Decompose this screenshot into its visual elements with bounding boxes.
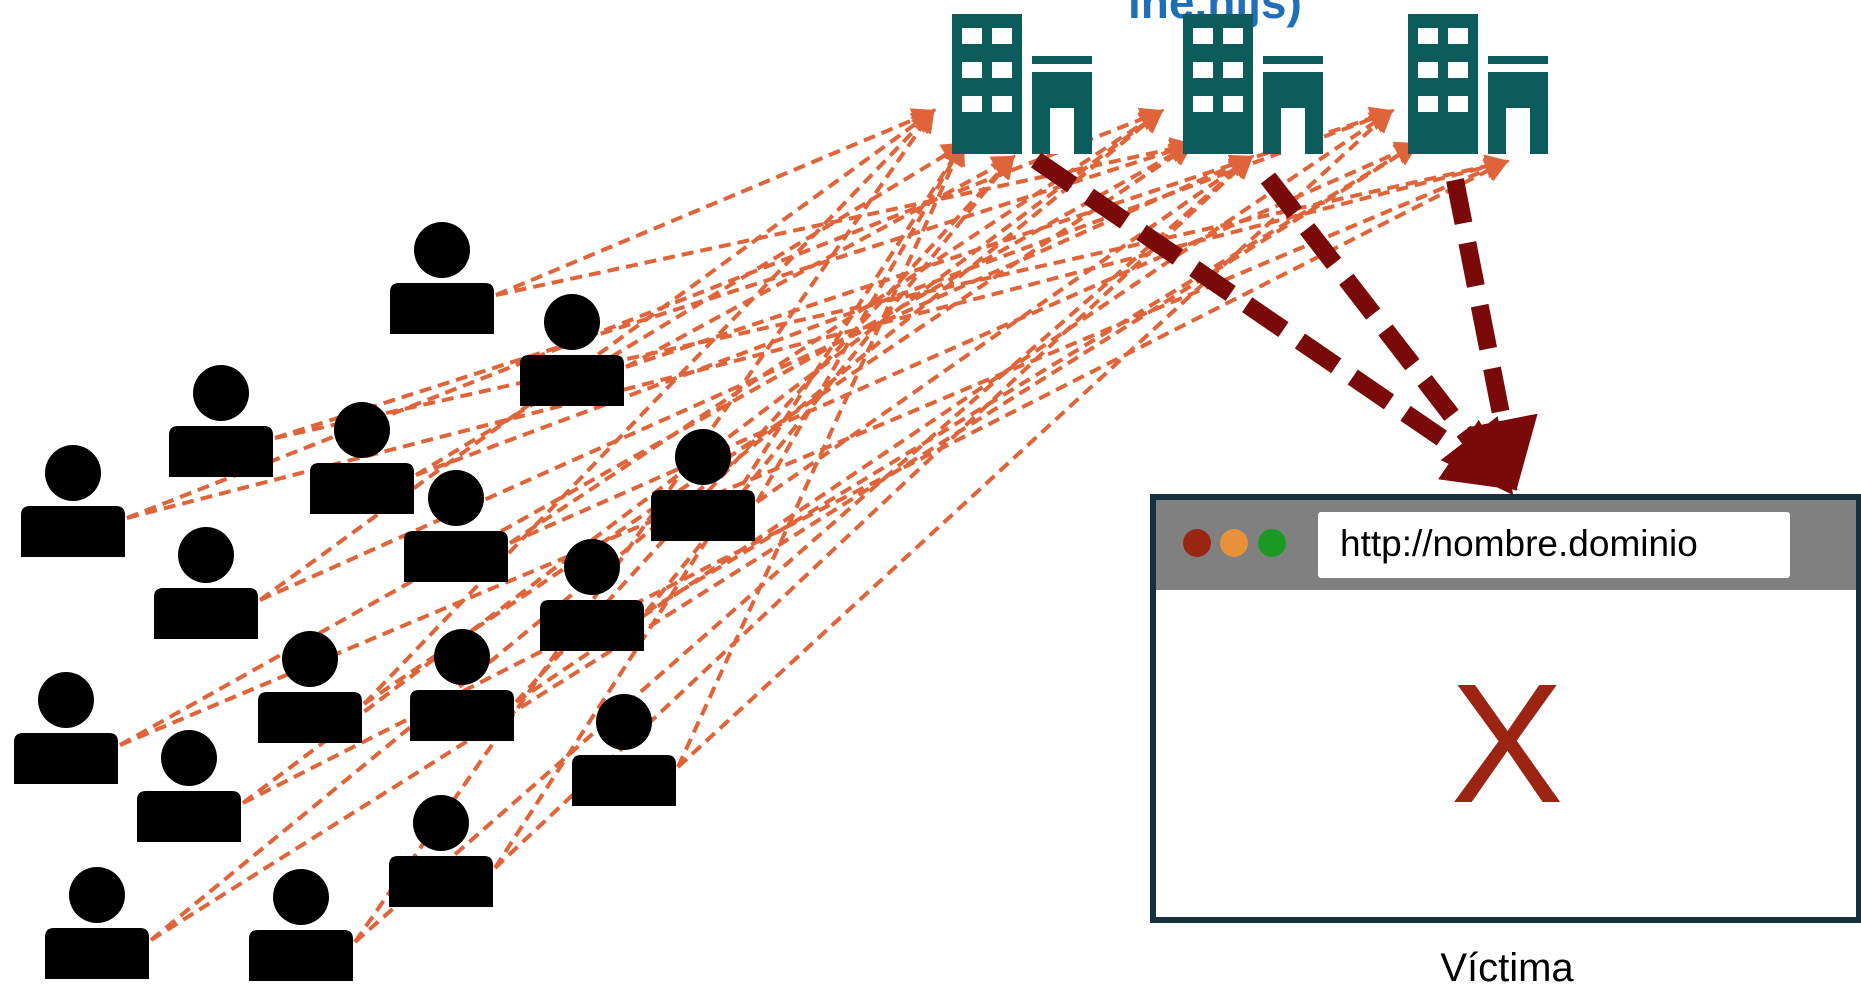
maximize-dot-icon[interactable]	[1258, 529, 1286, 557]
request-arrow	[625, 106, 1395, 369]
person-icon	[169, 365, 273, 477]
attack-arrows	[1030, 152, 1538, 496]
victim-browser-window: http://nombre.dominio X	[1150, 494, 1861, 923]
request-arrow	[353, 108, 935, 944]
server-buildings	[952, 14, 1548, 154]
error-mark: X	[1450, 649, 1563, 839]
person-icon	[390, 222, 494, 334]
person-icon	[404, 470, 508, 582]
server-building-icon	[1183, 14, 1323, 154]
request-arrow	[493, 140, 965, 870]
server-building-icon	[952, 14, 1092, 154]
request-arrow	[509, 141, 1420, 545]
person-icon	[410, 629, 514, 741]
person-icon	[540, 539, 644, 651]
person-icon	[651, 429, 755, 541]
request-arrow	[362, 142, 1194, 706]
victim-caption: Víctima	[1440, 946, 1574, 990]
address-bar[interactable]	[1318, 512, 1790, 578]
request-arrow	[119, 142, 1195, 747]
request-arrow	[755, 155, 1254, 504]
person-icon	[258, 631, 362, 743]
person-icon	[310, 402, 414, 514]
server-building-icon	[1408, 14, 1548, 154]
request-arrow	[353, 154, 1254, 944]
request-arrows	[119, 106, 1510, 944]
attack-arrow	[1030, 152, 1518, 491]
request-arrow	[362, 108, 936, 706]
request-arrow	[258, 109, 936, 602]
close-dot-icon[interactable]	[1183, 529, 1211, 557]
request-arrow	[508, 109, 1165, 545]
request-arrow	[126, 107, 1165, 520]
person-icon	[249, 869, 353, 981]
request-arrow	[495, 108, 937, 297]
request-arrow	[514, 109, 1394, 704]
request-arrow	[119, 158, 1510, 747]
person-icon	[154, 527, 258, 639]
minimize-dot-icon[interactable]	[1220, 529, 1248, 557]
person-icon	[520, 294, 624, 406]
person-icon	[14, 672, 118, 784]
request-arrow	[676, 108, 1394, 769]
attack-arrow	[1446, 178, 1538, 492]
attacker-people	[14, 222, 755, 981]
request-arrow	[755, 140, 965, 503]
person-icon	[45, 867, 149, 979]
person-icon	[572, 694, 676, 806]
request-arrow	[259, 154, 1255, 602]
address-bar-url: http://nombre.dominio	[1340, 523, 1698, 564]
person-icon	[137, 730, 241, 842]
person-icon	[21, 445, 125, 557]
request-arrow	[644, 142, 1420, 614]
person-icon	[389, 795, 493, 907]
